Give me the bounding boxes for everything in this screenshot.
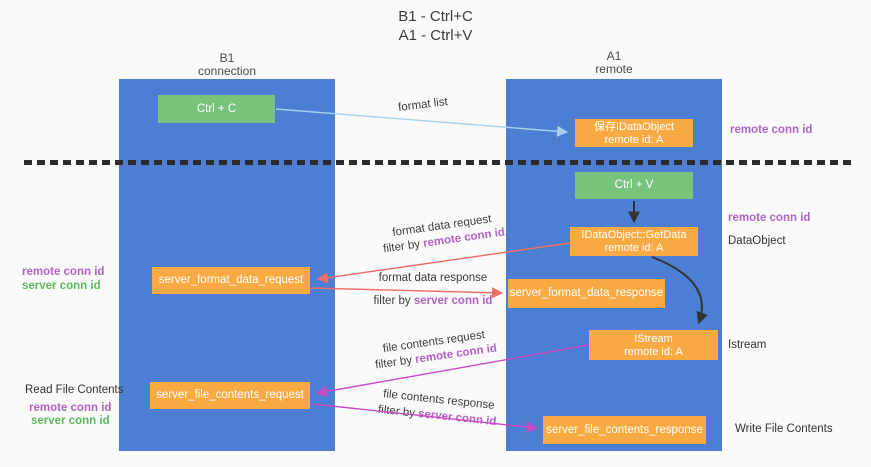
node-save-idataobject-line2: remote id: A [604, 134, 664, 146]
label-server-conn-id-left-2: server conn id [31, 415, 110, 427]
annotation-format-data-response-line1: format data response [378, 272, 488, 284]
annotation-file-contents-response: file contents response filter by server … [362, 386, 514, 430]
node-idataobject-getdata: IDataObject::GetData remote id: A [570, 227, 698, 256]
label-write-file-contents: Write File Contents [735, 423, 833, 435]
lane-a1-subtitle: remote [595, 62, 633, 76]
label-istream: Istream [728, 339, 767, 351]
lane-header-b1: B1 connection [119, 52, 335, 78]
annotation-format-data-response: format data response filter by server co… [358, 272, 508, 307]
title-line-2: A1 - Ctrl+V [398, 27, 473, 44]
node-save-idataobject: 保存IDataObject remote id: A [575, 119, 693, 147]
filter-by-text: filter by [373, 295, 414, 307]
node-getdata-line2: remote id: A [604, 242, 664, 254]
label-remote-conn-id-left-2: remote conn id [29, 402, 112, 414]
node-server-file-contents-response: server_file_contents_response [543, 416, 706, 444]
filter-by-text: filter by [374, 353, 416, 372]
label-read-file-contents: Read File Contents [25, 384, 124, 396]
label-remote-conn-id-left-1: remote conn id [22, 266, 105, 278]
title-line-1: B1 - Ctrl+C [398, 8, 473, 25]
server-conn-id-highlight: server conn id [413, 295, 493, 307]
annotation-format-data-response-line2: filter by server conn id [358, 295, 508, 307]
node-ctrl-v: Ctrl + V [575, 172, 693, 199]
filter-by-text: filter by [377, 403, 419, 420]
annotation-format-list: format list [397, 96, 449, 114]
node-istream-line1: IStream [634, 333, 673, 345]
lane-b1-subtitle: connection [197, 64, 257, 78]
lane-b1-title: B1 [219, 51, 235, 65]
label-remote-conn-id-top-right: remote conn id [730, 124, 813, 136]
diagram-title: B1 - Ctrl+C A1 - Ctrl+V [0, 7, 871, 45]
label-dataobject: DataObject [728, 235, 786, 247]
node-istream-line2: remote id: A [624, 346, 683, 358]
node-server-file-contents-request: server_file_contents_request [150, 382, 310, 409]
dashed-separator-line [24, 160, 852, 165]
filter-by-text: filter by [382, 237, 424, 256]
annotation-format-data-request: format data request filter by remote con… [367, 210, 519, 258]
node-getdata-line1: IDataObject::GetData [581, 229, 687, 241]
label-remote-conn-id-right: remote conn id [728, 212, 811, 224]
label-server-conn-id-left-1: server conn id [22, 280, 101, 292]
node-server-format-data-response: server_format_data_response [508, 279, 665, 308]
annotation-file-contents-request: file contents request filter by remote c… [359, 326, 511, 374]
node-server-format-data-request: server_format_data_request [152, 267, 310, 294]
node-save-idataobject-line1: 保存IDataObject [593, 121, 675, 133]
lane-header-a1: A1 remote [506, 50, 722, 76]
node-istream: IStream remote id: A [589, 330, 718, 360]
node-ctrl-c: Ctrl + C [158, 95, 275, 123]
lane-a1-title: A1 [606, 49, 622, 63]
